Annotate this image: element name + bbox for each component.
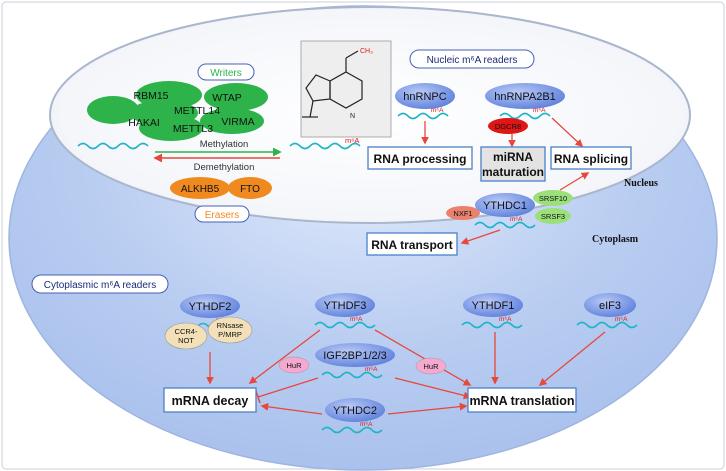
- demethylation-label: Demethylation: [194, 162, 255, 173]
- m6a-mark: m⁶A: [615, 316, 628, 323]
- writers-title: Writers: [210, 68, 241, 79]
- m6a-mark: m⁶A: [365, 366, 378, 373]
- erasers-title: Erasers: [205, 210, 239, 221]
- reader-ythdf1: YTHDF1: [472, 300, 515, 312]
- reader-hnrnpa2b1: hnRNPA2B1: [494, 91, 556, 103]
- writer-mettl14: METTL14: [174, 105, 220, 117]
- writer-hakai: HAKAI: [128, 117, 160, 129]
- m6a-mark: m⁶A: [533, 107, 546, 114]
- partner-rnase-line1: RNsase: [217, 321, 244, 330]
- writer-wtap: WTAP: [212, 92, 242, 104]
- m6a-mark: m⁶A: [499, 316, 512, 323]
- m6a-mark: m⁶A: [431, 107, 444, 114]
- cytoplasmic-readers-panel: Cytoplasmic m⁶A readers YTHDF2 m⁶A CCR4-…: [31, 274, 638, 434]
- m6a-mark: m⁶A: [360, 421, 373, 428]
- nucleic-readers-panel: Nucleic m⁶A readers hnRNPC m⁶A hnRNPA2B1…: [366, 49, 658, 256]
- partner-nxf1: NXF1: [453, 209, 472, 218]
- outcome-rna-processing: RNA processing: [374, 152, 467, 166]
- partner-dgcr8: DGCR8: [495, 122, 521, 131]
- outcome-mrna-decay: mRNA decay: [172, 394, 249, 408]
- outcome-rna-transport: RNA transport: [371, 238, 453, 252]
- outcome-mrna-translation: mRNA translation: [469, 394, 574, 408]
- nucleic-readers-title: Nucleic m⁶A readers: [427, 55, 518, 66]
- adenine-structure: CH₃ N: [300, 40, 392, 138]
- nucleus-label: Nucleus: [624, 178, 658, 189]
- n-label: N: [350, 113, 355, 120]
- cytoplasmic-readers-title: Cytoplasmic m⁶A readers: [44, 280, 157, 291]
- partner-srsf3: SRSF3: [541, 212, 565, 221]
- reader-igf2bp: IGF2BP1/2/3: [323, 350, 387, 362]
- reader-ythdf2: YTHDF2: [189, 301, 232, 313]
- eraser-alkhb5: ALKHB5: [181, 184, 220, 195]
- m6a-mark: m⁶A: [510, 216, 523, 223]
- cytoplasm-label: Cytoplasm: [592, 234, 639, 245]
- reader-ythdf3: YTHDF3: [324, 300, 367, 312]
- outcome-mirna-line2: maturation: [482, 165, 544, 179]
- ch3-label: CH₃: [360, 48, 373, 55]
- outcome-mirna-line1: miRNA: [493, 150, 533, 164]
- eraser-fto: FTO: [240, 184, 260, 195]
- m6a-mark: m⁶A: [350, 316, 363, 323]
- partner-srsf10: SRSF10: [539, 194, 567, 203]
- m6a-mark-reaction: m⁶A: [345, 136, 359, 145]
- partner-ccr4-line1: CCR4-: [175, 327, 198, 336]
- reader-ythdc2: YTHDC2: [333, 405, 377, 417]
- partner-rnase-line2: P/MRP: [218, 330, 242, 339]
- reader-eif3: eIF3: [599, 300, 621, 312]
- erasers-panel: ALKHB5 FTO Erasers: [170, 177, 272, 223]
- outcome-rna-splicing: RNA splicing: [554, 152, 628, 166]
- reader-hnrnpc: hnRNPC: [403, 91, 446, 103]
- writer-virma: VIRMA: [221, 116, 254, 128]
- writer-rbm15: RBM15: [133, 90, 168, 102]
- methylation-label: Methylation: [200, 139, 249, 150]
- writers-panel: Writers RBM15 WTAP METTL14 HAKAI VIRMA M…: [87, 63, 268, 141]
- partner-hur-right: HuR: [423, 362, 439, 371]
- writer-mettl3: METTL3: [173, 123, 213, 135]
- methylation-reaction: m⁶A Methylation Demethylation: [77, 136, 361, 173]
- partner-hur-left: HuR: [286, 361, 302, 370]
- reader-ythdc1: YTHDC1: [483, 200, 527, 212]
- partner-ccr4-line2: NOT: [178, 336, 194, 345]
